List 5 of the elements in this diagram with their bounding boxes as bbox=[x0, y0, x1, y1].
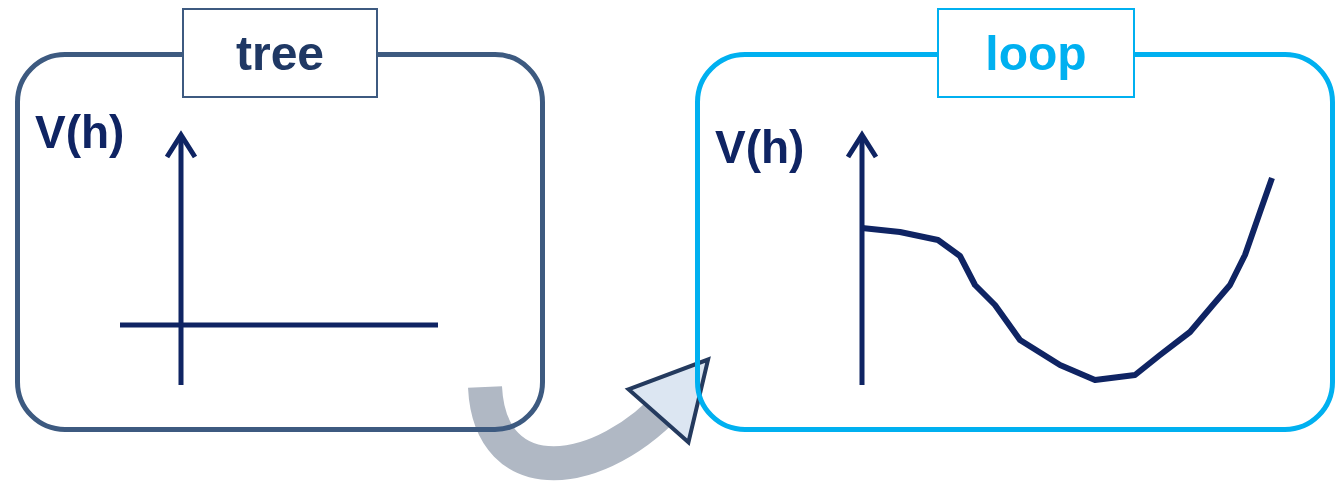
curved-arrow bbox=[468, 359, 713, 481]
axis-label: V(h) bbox=[35, 105, 125, 159]
axis-label: V(h) bbox=[715, 120, 805, 174]
panel-title: loop bbox=[937, 8, 1135, 98]
panel-title: tree bbox=[182, 8, 378, 98]
